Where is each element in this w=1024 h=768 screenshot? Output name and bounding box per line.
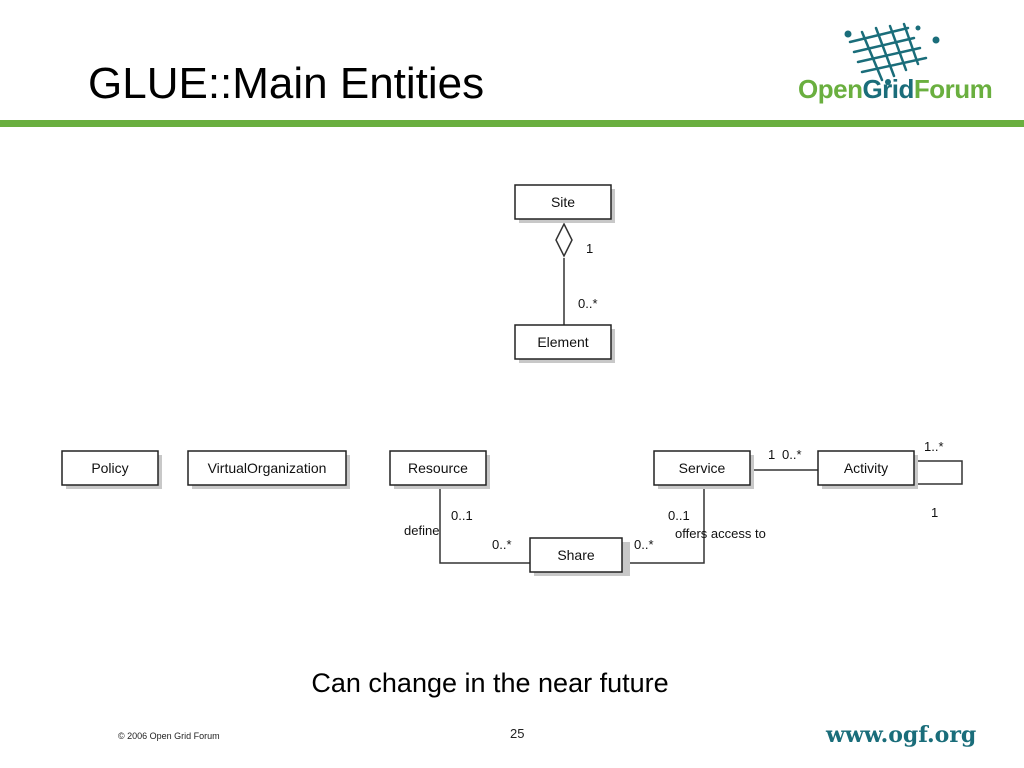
entity-share[interactable] bbox=[529, 537, 623, 573]
entity-service[interactable] bbox=[653, 450, 751, 486]
service-share-multiplicity: 0..1 bbox=[668, 508, 690, 523]
entity-resource[interactable] bbox=[389, 450, 487, 486]
entity-element-label: Element bbox=[537, 334, 588, 350]
title-rule bbox=[0, 120, 1024, 127]
slide-caption: Can change in the near future bbox=[311, 668, 669, 698]
entity-resource-label: Resource bbox=[408, 460, 468, 476]
activity-self-multiplicity-bottom: 1 bbox=[931, 505, 938, 520]
logo-word-forum: Forum bbox=[913, 74, 993, 104]
site-multiplicity: 1 bbox=[586, 241, 593, 256]
define-label: define bbox=[404, 523, 439, 538]
logo-word-open: Open bbox=[798, 74, 863, 104]
entity-activity-label: Activity bbox=[844, 460, 888, 476]
uml-class-diagram: Site Element Policy VirtualOrganization … bbox=[61, 184, 963, 576]
logo-word-grid: Grid bbox=[862, 74, 914, 104]
activity-self-multiplicity-top: 1..* bbox=[924, 439, 944, 454]
slide-title: GLUE::Main Entities bbox=[88, 59, 485, 108]
entity-policy[interactable] bbox=[61, 450, 159, 486]
footer-copyright: © 2006 Open Grid Forum bbox=[118, 731, 220, 741]
entity-virtual-organization-label: VirtualOrganization bbox=[208, 460, 327, 476]
share-multiplicity-left: 0..* bbox=[492, 537, 512, 552]
resource-share-association bbox=[439, 486, 530, 564]
entity-element[interactable] bbox=[514, 324, 612, 360]
resource-multiplicity: 0..1 bbox=[451, 508, 473, 523]
entity-site[interactable] bbox=[514, 184, 612, 220]
entity-policy-label: Policy bbox=[91, 460, 128, 476]
grid-network-icon bbox=[844, 22, 940, 85]
share-multiplicity-right: 0..* bbox=[634, 537, 654, 552]
offers-access-to-label: offers access to bbox=[675, 526, 766, 541]
service-share-association bbox=[622, 486, 705, 564]
entity-site-label: Site bbox=[551, 194, 575, 210]
entity-virtual-organization[interactable] bbox=[187, 450, 347, 486]
service-activity-target-multiplicity: 0..* bbox=[782, 447, 802, 462]
service-activity-source-multiplicity: 1 bbox=[768, 447, 775, 462]
activity-self-association bbox=[914, 460, 963, 485]
footer-url[interactable]: www.ogf.org bbox=[826, 722, 977, 748]
ogf-logo: OpenGridForum bbox=[798, 74, 993, 105]
element-multiplicity: 0..* bbox=[578, 296, 598, 311]
page-number: 25 bbox=[510, 726, 525, 741]
entity-service-label: Service bbox=[679, 460, 726, 476]
entity-activity[interactable] bbox=[817, 450, 915, 486]
entity-share-label: Share bbox=[557, 547, 595, 563]
aggregation-diamond bbox=[555, 222, 573, 258]
